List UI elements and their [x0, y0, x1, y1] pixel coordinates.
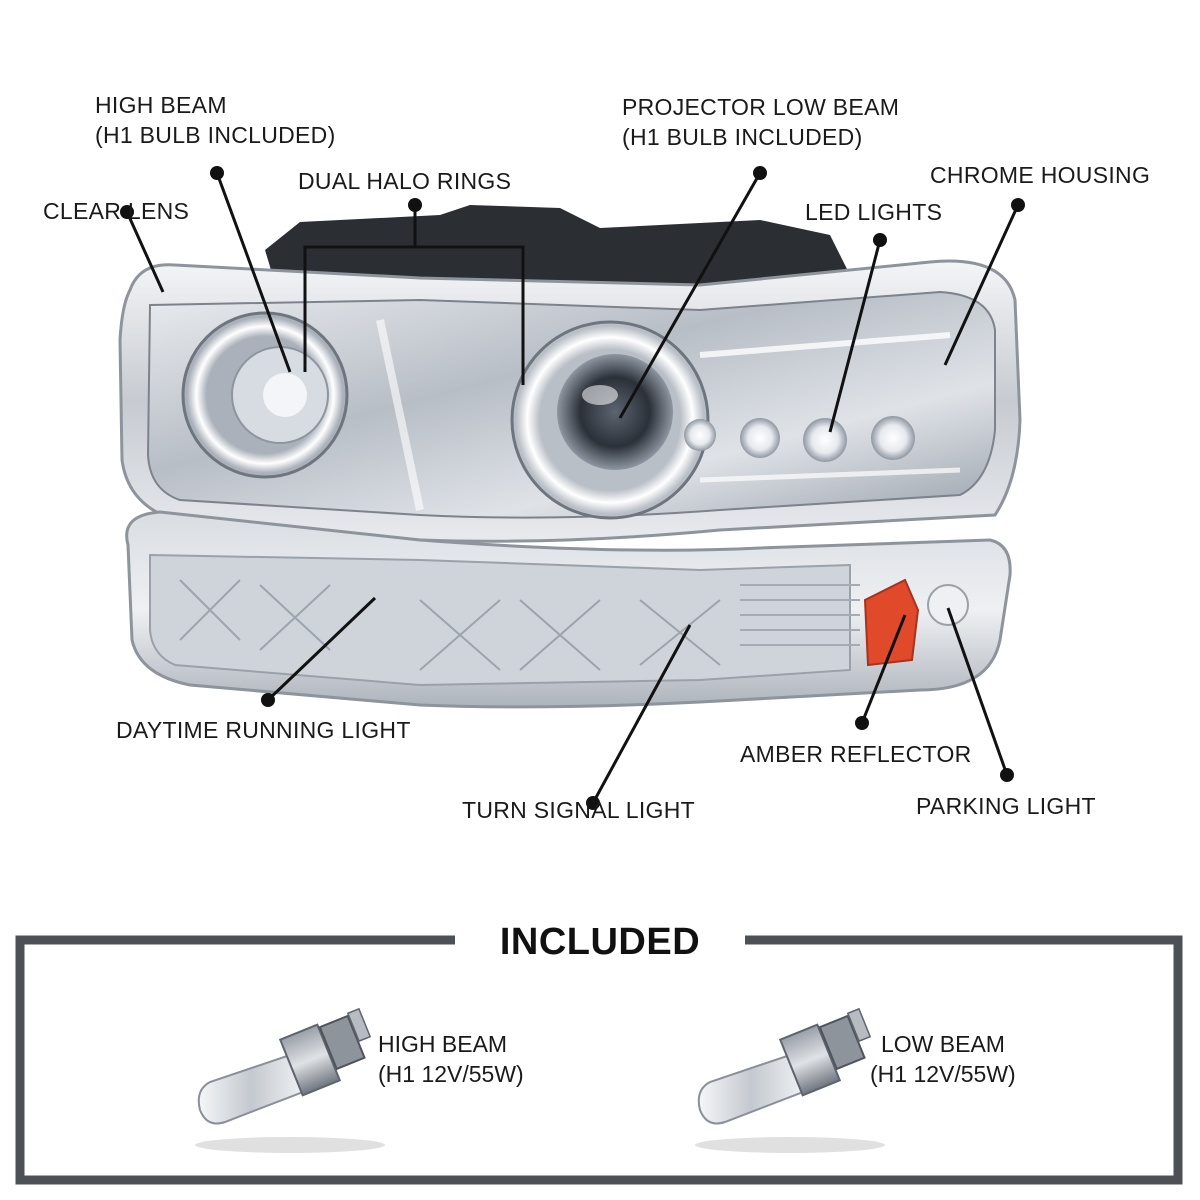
- label-chrome-housing: CHROME HOUSING: [930, 160, 1150, 190]
- bulb-high-beam-spec: (H1 12V/55W): [378, 1061, 524, 1087]
- chrome-strip: [376, 319, 424, 511]
- bulb-low-beam-name: LOW BEAM: [881, 1031, 1005, 1057]
- led: [871, 416, 915, 460]
- chrome-strip: [699, 332, 951, 358]
- callout-lines: [120, 166, 1025, 810]
- callout-dot-amber: [855, 716, 869, 730]
- callout-dot-projector: [753, 166, 767, 180]
- led: [803, 418, 847, 462]
- label-high-beam-line1: HIGH BEAM: [95, 92, 227, 118]
- callout-dot-drl: [261, 693, 275, 707]
- label-turn-signal-text: TURN SIGNAL LIGHT: [462, 797, 695, 823]
- label-amber-reflector: AMBER REFLECTOR: [740, 739, 972, 769]
- callout-dot-led: [873, 233, 887, 247]
- callout-dot-turn-signal: [586, 796, 600, 810]
- label-projector-low-beam: PROJECTOR LOW BEAM (H1 BULB INCLUDED): [622, 92, 899, 152]
- led-row: [684, 416, 915, 462]
- label-high-beam-line2: (H1 BULB INCLUDED): [95, 122, 336, 148]
- bulb-high-beam-name: HIGH BEAM: [378, 1031, 508, 1057]
- callout-dot-chrome: [1011, 198, 1025, 212]
- label-projector-line2: (H1 BULB INCLUDED): [622, 124, 863, 150]
- chrome-strip: [699, 467, 961, 483]
- label-turn-signal-light: TURN SIGNAL LIGHT: [462, 795, 695, 825]
- callout-dot-parking: [1000, 768, 1014, 782]
- label-parking-light-text: PARKING LIGHT: [916, 793, 1096, 819]
- led: [684, 419, 716, 451]
- label-dual-halo-text: DUAL HALO RINGS: [298, 168, 512, 194]
- label-parking-light: PARKING LIGHT: [916, 791, 1096, 821]
- h1-bulb-icon: [195, 1007, 385, 1153]
- projector-glint: [582, 385, 618, 405]
- included-frame: [15, 935, 1183, 1185]
- label-clear-lens: CLEAR LENS: [43, 196, 189, 226]
- label-led-lights: LED LIGHTS: [805, 197, 942, 227]
- parking-light-ribs: [740, 584, 860, 646]
- h1-bulb-icon: [695, 1007, 885, 1153]
- led: [740, 418, 780, 458]
- label-led-lights-text: LED LIGHTS: [805, 199, 943, 225]
- headlight-assembly: [118, 205, 1022, 543]
- parking-light-bulb: [927, 584, 969, 626]
- label-projector-line1: PROJECTOR LOW BEAM: [622, 94, 900, 120]
- bumper-lens: [149, 553, 851, 687]
- label-clear-lens-text: CLEAR LENS: [43, 198, 190, 224]
- label-high-beam: HIGH BEAM (H1 BULB INCLUDED): [95, 90, 336, 150]
- high-beam-bulb-glow: [263, 373, 307, 417]
- label-amber-reflector-text: AMBER REFLECTOR: [740, 741, 972, 767]
- label-dual-halo: DUAL HALO RINGS: [298, 166, 511, 196]
- included-title: INCLUDED: [499, 921, 701, 963]
- bulb-label-high-beam: HIGH BEAM (H1 12V/55W): [378, 1029, 524, 1089]
- callout-dot-high-beam: [210, 166, 224, 180]
- label-daytime-running-light: DAYTIME RUNNING LIGHT: [116, 715, 411, 745]
- projector-lens: [557, 354, 673, 470]
- reflector-pattern: [179, 579, 721, 671]
- label-drl-text: DAYTIME RUNNING LIGHT: [116, 717, 411, 743]
- callout-dot-clear-lens: [120, 205, 134, 219]
- amber-reflector-shape: [863, 578, 920, 667]
- bulb-low-beam-spec: (H1 12V/55W): [870, 1061, 1016, 1087]
- label-chrome-housing-text: CHROME HOUSING: [930, 162, 1151, 188]
- bulb-label-low-beam: LOW BEAM (H1 12V/55W): [870, 1029, 1016, 1089]
